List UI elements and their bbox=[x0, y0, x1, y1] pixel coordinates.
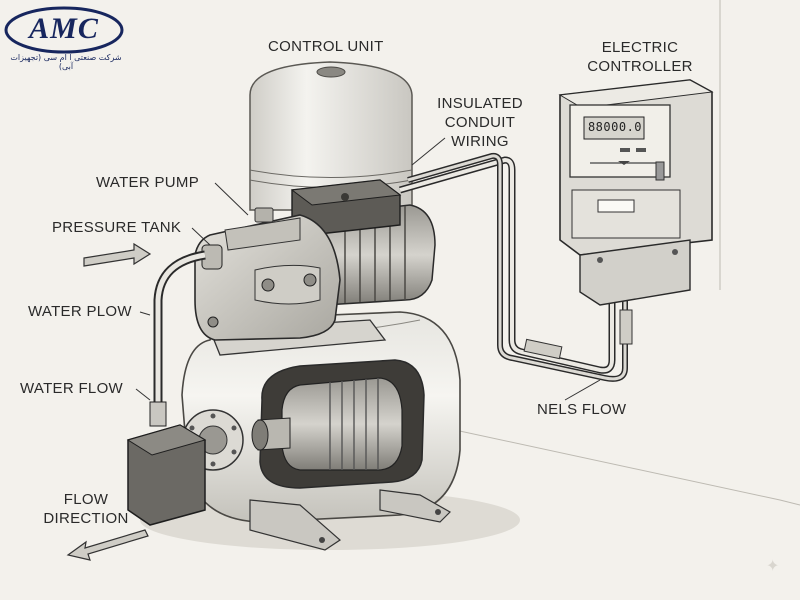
label-water-flow: WATER FLOW bbox=[20, 380, 123, 397]
label-insulated-conduit-wiring: INSULATED CONDUIT WIRING bbox=[428, 94, 532, 151]
pressure-tank-arrow bbox=[83, 242, 152, 267]
label-electric-controller: ELECTRIC CONTROLLER bbox=[580, 38, 700, 76]
logo-text: AMC bbox=[29, 12, 99, 45]
electric-controller bbox=[558, 79, 714, 306]
label-water-plow: WATER PLOW bbox=[28, 303, 132, 320]
controller-display-reading: 88000.0 bbox=[587, 120, 643, 134]
conduit-wiring bbox=[399, 152, 633, 382]
leader-lines bbox=[135, 137, 601, 401]
amc-logo: AMC شرکت صنعتی آ ام سی (تجهیزات آبی) bbox=[0, 0, 132, 71]
label-flow-direction-line1: FLOW bbox=[63, 491, 109, 508]
label-water-pump: WATER PUMP bbox=[96, 174, 199, 191]
label-control-unit: CONTROL UNIT bbox=[268, 38, 384, 55]
floor-lines bbox=[454, 0, 800, 506]
label-insulated-line2: CONDUIT bbox=[444, 114, 516, 131]
label-nels-flow: NELS FLOW bbox=[537, 401, 627, 418]
label-flow-direction: FLOW DIRECTION bbox=[30, 490, 142, 528]
logo-ring bbox=[4, 6, 124, 54]
label-flow-direction-line2: DIRECTION bbox=[43, 510, 129, 527]
logo-subtitle: شرکت صنعتی آ ام سی (تجهیزات آبی) bbox=[10, 53, 122, 71]
flow-direction-arrow bbox=[66, 529, 149, 561]
label-insulated-line3: WIRING bbox=[451, 133, 509, 150]
label-electric-controller-line2: CONTROLLER bbox=[587, 58, 693, 75]
pump-motor bbox=[290, 179, 436, 306]
label-pressure-tank: PRESSURE TANK bbox=[52, 219, 182, 236]
horizontal-tank bbox=[181, 311, 461, 551]
vertical-tank bbox=[249, 61, 413, 211]
sparkle-icon: ✦ bbox=[766, 558, 780, 575]
pump-head bbox=[194, 207, 341, 341]
pressure-switch-box bbox=[126, 424, 207, 526]
hose-fitting bbox=[149, 401, 167, 427]
label-electric-controller-line1: ELECTRIC bbox=[601, 39, 679, 56]
label-insulated-line1: INSULATED bbox=[437, 95, 523, 112]
